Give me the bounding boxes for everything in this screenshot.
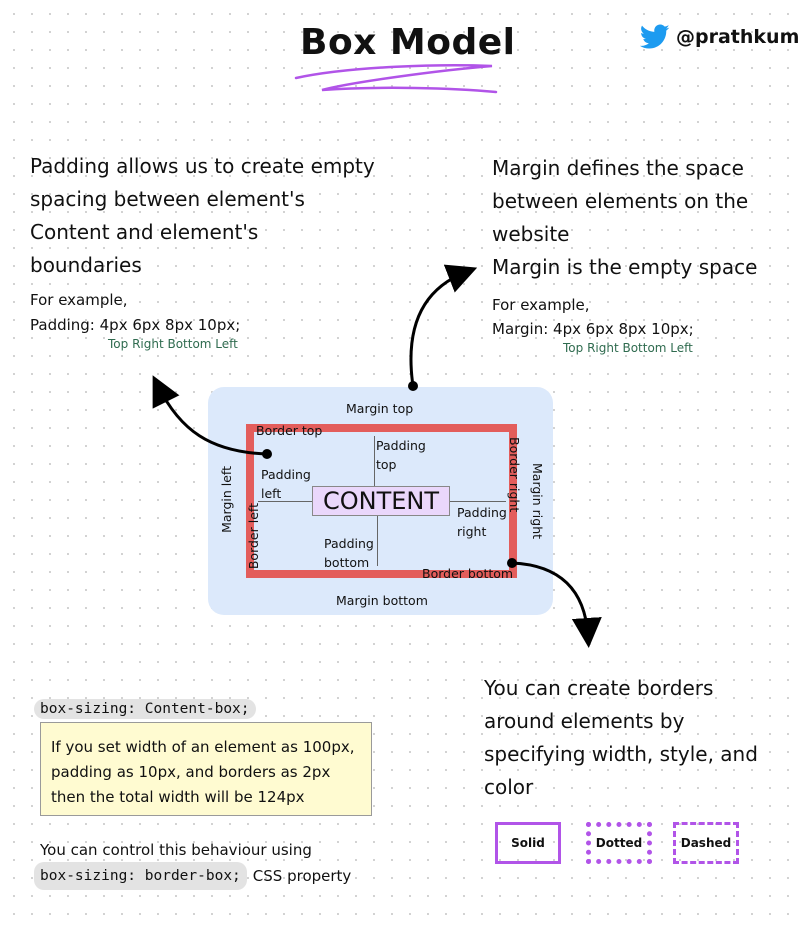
label-margin-right: Margin right — [530, 463, 545, 540]
box-sizing-control-suffix: CSS property — [252, 867, 352, 885]
twitter-handle-text: @prathkum — [676, 26, 800, 48]
label-margin-top: Margin top — [346, 401, 414, 416]
border-style-dashed: Dashed — [673, 822, 739, 864]
label-padding-top: Padding top — [376, 438, 426, 472]
guide-line-left — [258, 501, 314, 502]
page-title: Box Model — [300, 22, 516, 63]
label-border-top: Border top — [256, 423, 323, 438]
margin-order-hint: Top Right Bottom Left — [563, 341, 693, 355]
box-sizing-control-text: You can control this behaviour using — [40, 841, 312, 859]
label-padding-right: Padding right — [457, 505, 507, 539]
border-description: You can create borders around elements b… — [484, 676, 758, 799]
margin-example-code: Margin: 4px 6px 8px 10px; — [492, 320, 694, 338]
label-border-right: Border right — [507, 437, 522, 513]
border-style-solid: Solid — [495, 822, 561, 864]
arrow-to-border-text — [507, 558, 602, 648]
border-box — [246, 424, 517, 578]
margin-description-2: Margin is the empty space — [492, 255, 758, 279]
label-margin-bottom: Margin bottom — [336, 593, 428, 608]
label-padding-left: Padding left — [261, 467, 311, 501]
arrow-to-padding-text — [152, 375, 272, 459]
box-sizing-border-box-chip: box-sizing: border-box; — [34, 862, 247, 890]
border-style-dotted: Dotted — [586, 822, 652, 864]
label-border-bottom: Border bottom — [422, 566, 514, 581]
label-padding-bottom: Padding bottom — [324, 536, 374, 570]
title-underline-scribble — [294, 64, 498, 94]
box-sizing-chip-text: box-sizing: Content-box; — [34, 699, 256, 719]
padding-order-hint: Top Right Bottom Left — [108, 337, 238, 351]
guide-line-bottom — [377, 514, 378, 566]
margin-example-label: For example, — [492, 296, 590, 314]
guide-line-top — [374, 436, 375, 488]
padding-example-code: Padding: 4px 6px 8px 10px; — [30, 316, 241, 334]
twitter-bird-icon — [640, 24, 670, 49]
box-sizing-control-line: box-sizing: border-box; CSS property — [34, 862, 351, 890]
twitter-handle[interactable]: @prathkum — [640, 24, 799, 50]
box-sizing-content-box-chip: box-sizing: Content-box; — [34, 698, 256, 719]
content-box: CONTENT — [312, 486, 450, 516]
padding-example-label: For example, — [30, 291, 128, 309]
box-sizing-note: If you set width of an element as 100px,… — [40, 722, 372, 816]
guide-line-right — [450, 501, 506, 502]
arrow-to-margin-text — [408, 264, 478, 391]
padding-description: Padding allows us to create empty spacin… — [30, 154, 375, 277]
margin-description: Margin defines the space between element… — [492, 156, 749, 246]
